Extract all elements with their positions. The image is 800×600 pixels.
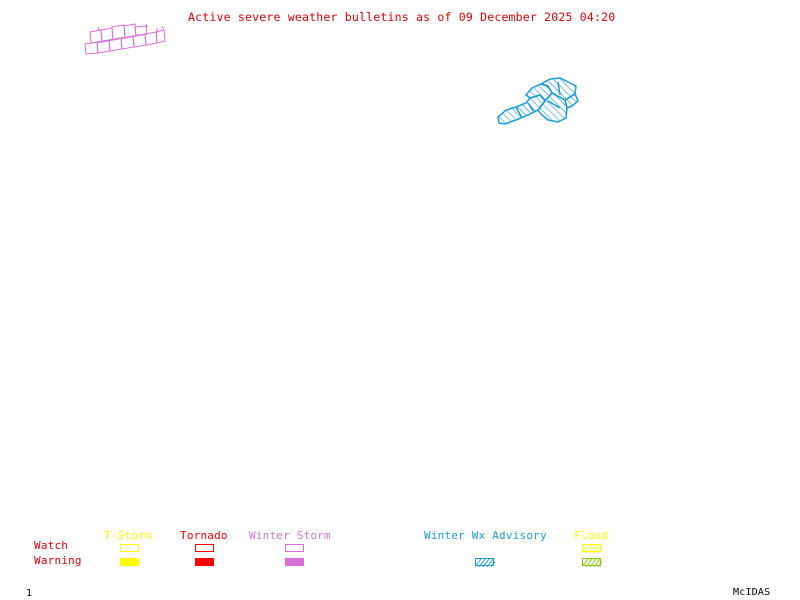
- legend-header-flood: Flood: [574, 529, 609, 542]
- winter-advisory-region: [497, 77, 579, 125]
- county-edge: [145, 23, 148, 28]
- legend-swatch-tstorm-watch: [120, 544, 139, 552]
- county-edge: [97, 26, 100, 32]
- county-shape: [123, 23, 137, 39]
- legend-swatch-flood-warning: [582, 558, 602, 567]
- legend-header-tstorm: T-Storm: [104, 529, 152, 542]
- county-edge: [527, 102, 535, 113]
- hatch-pattern-icon: [583, 559, 602, 567]
- legend-swatch-winter-advisory: [475, 558, 495, 567]
- county-shape: [84, 41, 99, 55]
- software-label: McIDAS: [733, 587, 771, 598]
- advisory-shape: [537, 92, 568, 123]
- winter-storm-region: [84, 23, 166, 55]
- legend-header-winter-advisory: Winter Wx Advisory: [424, 529, 547, 542]
- hatch-pattern-icon: [476, 559, 495, 567]
- legend-swatch-flood-watch: [582, 544, 602, 553]
- frame-number: 1: [26, 588, 33, 599]
- legend-swatch-winter-storm-watch: [285, 544, 304, 552]
- advisory-shape: [564, 92, 579, 110]
- legend-row-label-warning: Warning: [34, 554, 82, 567]
- legend-header-tornado: Tornado: [180, 529, 228, 542]
- legend-swatch-tornado-warning: [195, 558, 214, 566]
- county-shape: [155, 29, 166, 44]
- county-edge: [557, 81, 561, 96]
- county-edge: [515, 106, 523, 119]
- hatch-pattern-icon: [583, 545, 602, 553]
- county-edge: [161, 25, 165, 31]
- bulletin-title: Active severe weather bulletins as of 09…: [188, 10, 616, 24]
- legend-swatch-winter-storm-warning: [285, 558, 304, 566]
- legend-row-label-watch: Watch: [34, 539, 69, 552]
- legend-header-winter-storm: Winter Storm: [249, 529, 331, 542]
- legend-swatch-tornado-watch: [195, 544, 214, 552]
- legend-swatch-tstorm-warning: [120, 558, 139, 566]
- county-shape: [134, 25, 148, 37]
- county-edge: [547, 100, 561, 109]
